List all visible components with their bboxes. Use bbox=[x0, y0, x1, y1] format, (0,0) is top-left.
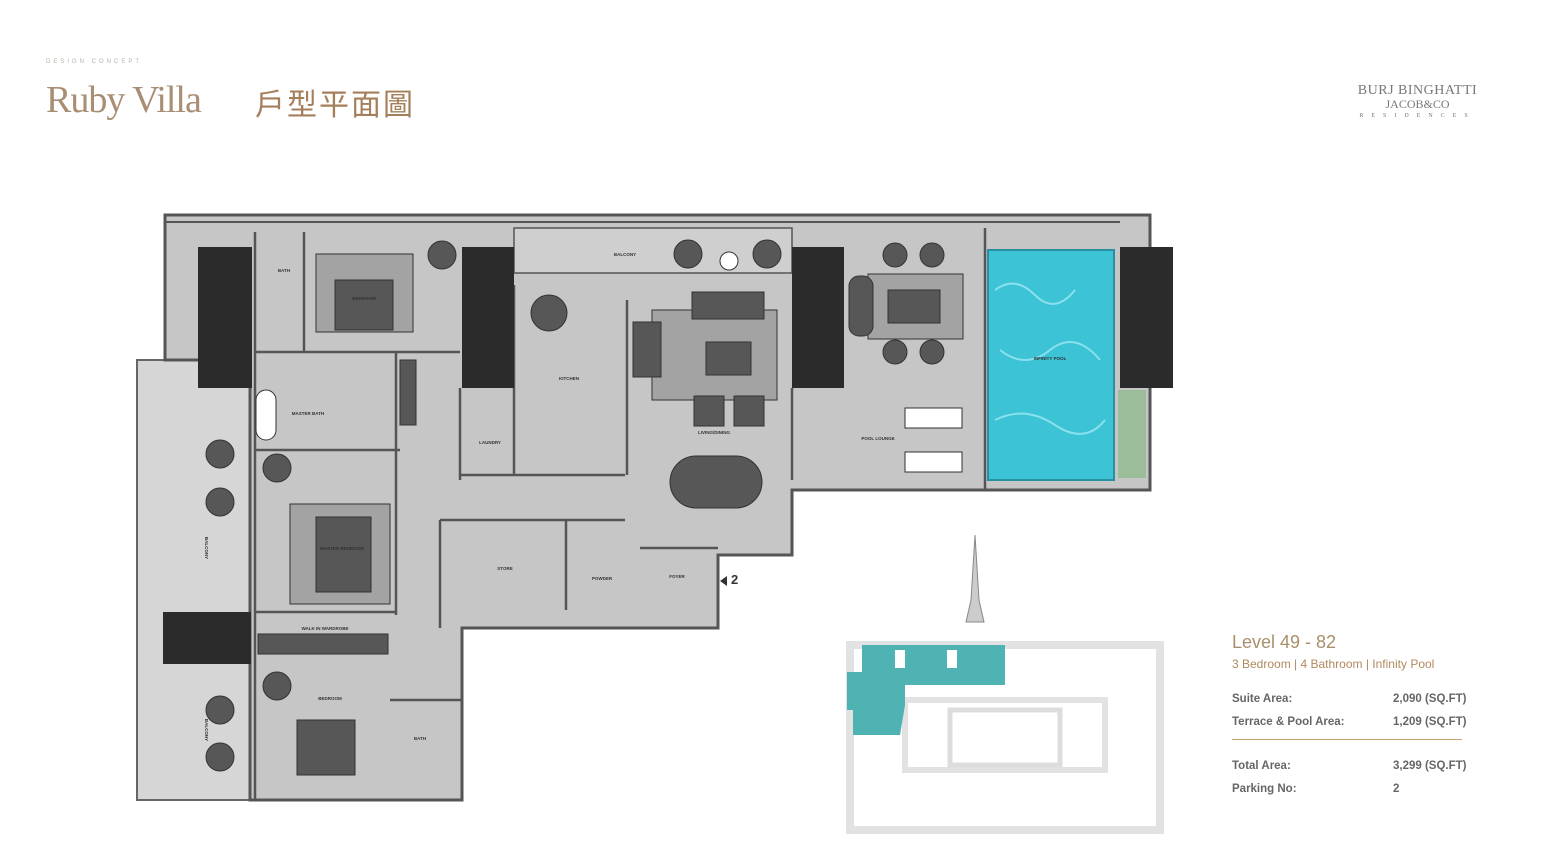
planter bbox=[1118, 390, 1146, 478]
info-value: 3,299 (SQ.FT) bbox=[1393, 759, 1467, 772]
divider bbox=[1232, 739, 1462, 740]
room-label: BEDROOM bbox=[318, 696, 342, 701]
room-label: MASTER BEDROOM bbox=[320, 546, 364, 551]
room-label: BALCONY bbox=[204, 537, 209, 559]
info-label: Terrace & Pool Area: bbox=[1232, 715, 1345, 728]
room-label: WALK IN WARDROBE bbox=[302, 626, 349, 631]
key-plan bbox=[846, 534, 1164, 834]
room-label: STORE bbox=[497, 566, 512, 571]
unit-location-highlight bbox=[847, 645, 1005, 735]
page-subtitle: 戶型平面圖 bbox=[255, 88, 415, 123]
room-label: LAUNDRY bbox=[479, 440, 501, 445]
room-label: MASTER BATH bbox=[292, 411, 324, 416]
info-row: Total Area: 3,299 (SQ.FT) bbox=[1232, 754, 1477, 777]
room-label: BATH bbox=[278, 268, 290, 273]
logo-line-2: JACOB&CO bbox=[1385, 97, 1450, 111]
unit-features: 3 Bedroom | 4 Bathroom | Infinity Pool bbox=[1232, 657, 1435, 671]
unit-info-panel: Level 49 - 82 3 Bedroom | 4 Bathroom | I… bbox=[1232, 632, 1477, 800]
info-label: Total Area: bbox=[1232, 759, 1291, 772]
room-labels: BALCONY KITCHEN LIVING/DINING BEDROOM BA… bbox=[204, 252, 1067, 741]
top-balcony bbox=[513, 227, 793, 274]
parking-arrow-icon bbox=[720, 576, 727, 586]
info-label: Parking No: bbox=[1232, 782, 1297, 795]
info-value: 2,090 (SQ.FT) bbox=[1393, 692, 1467, 705]
room-label: BEDROOM bbox=[352, 296, 376, 301]
room-label: FOYER bbox=[669, 574, 685, 579]
room-label: KITCHEN bbox=[559, 376, 579, 381]
structural-pillars bbox=[163, 247, 1173, 664]
room-label: BALCONY bbox=[614, 252, 636, 257]
parking-marker: 2 bbox=[731, 572, 739, 587]
info-value: 2 bbox=[1393, 782, 1400, 795]
furniture bbox=[205, 239, 964, 776]
brand-logo: BURJ BINGHATTI JACOB&CO RESIDENCES bbox=[1345, 83, 1490, 119]
info-row: Terrace & Pool Area: 1,209 (SQ.FT) bbox=[1232, 710, 1477, 733]
eyebrow-label: DESIGN CONCEPT bbox=[46, 59, 143, 65]
room-label: BATH bbox=[414, 736, 426, 741]
room-label: POWDER bbox=[592, 576, 613, 581]
info-value: 1,209 (SQ.FT) bbox=[1393, 715, 1467, 728]
room-label: LIVING/DINING bbox=[698, 430, 731, 435]
infinity-pool bbox=[987, 249, 1115, 481]
tower-spire-icon bbox=[965, 534, 985, 623]
info-row: Suite Area: 2,090 (SQ.FT) bbox=[1232, 687, 1477, 710]
room-label: BALCONY bbox=[204, 719, 209, 741]
page-title: Ruby Villa bbox=[46, 79, 202, 121]
room-label: POOL LOUNGE bbox=[861, 436, 894, 441]
info-label: Suite Area: bbox=[1232, 692, 1293, 705]
logo-line-1: BURJ BINGHATTI bbox=[1357, 83, 1478, 98]
left-balcony bbox=[136, 359, 253, 801]
level-range: Level 49 - 82 bbox=[1232, 632, 1337, 652]
interior-walls bbox=[253, 228, 987, 800]
room-label: INFINITY POOL bbox=[1034, 356, 1067, 361]
logo-line-3: RESIDENCES bbox=[1359, 113, 1476, 119]
info-row: Parking No: 2 bbox=[1232, 777, 1477, 800]
